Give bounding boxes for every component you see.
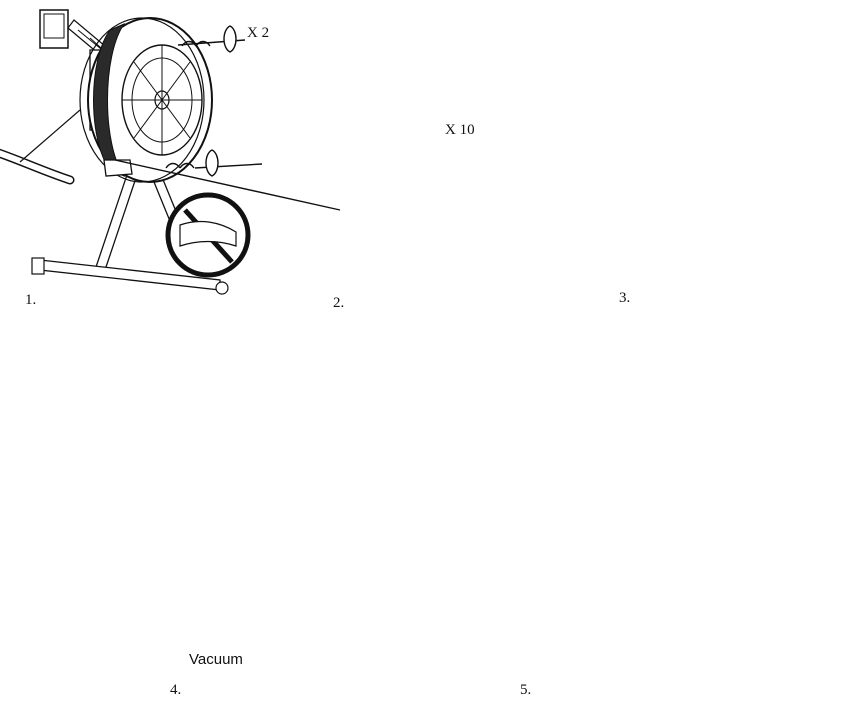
step-4-label: 4. [170, 682, 182, 698]
step-2-note: X 10 [445, 122, 475, 138]
step1-drawing [0, 10, 341, 294]
step-4-note: Vacuum [189, 651, 243, 668]
step-3-label: 3. [619, 290, 631, 306]
step-1-label: 1. [25, 292, 37, 308]
step-2-label: 2. [333, 295, 345, 311]
step-5-label: 5. [520, 682, 532, 698]
step-1-note: X 2 [247, 25, 270, 41]
